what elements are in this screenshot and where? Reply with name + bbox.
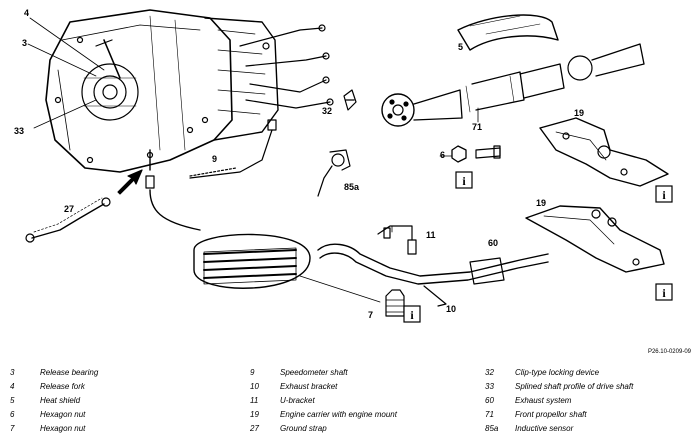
- legend-text: Exhaust bracket: [280, 382, 338, 391]
- callout-85a: 85a: [344, 182, 360, 192]
- legend-text: Release fork: [40, 382, 85, 391]
- callout-71: 71: [472, 122, 482, 132]
- legend-text: Front propellor shaft: [515, 410, 587, 419]
- figure-reference: P26.10-0209-09: [647, 349, 691, 355]
- callout-33: 33: [14, 126, 24, 136]
- callout-32: 32: [322, 106, 332, 116]
- info-symbol: i: [662, 188, 666, 202]
- callout-9: 9: [212, 154, 217, 164]
- inductive-sensor-drawing: [317, 149, 351, 197]
- legend-number: 5: [10, 396, 15, 405]
- engine-carrier-lower-drawing: [525, 205, 665, 273]
- callout-60: 60: [488, 238, 498, 248]
- callout-19-upper: 19: [574, 108, 584, 118]
- callout-7: 7: [368, 310, 373, 320]
- legend-text: Clip-type locking device: [515, 368, 600, 377]
- callout-10: 10: [446, 304, 456, 314]
- callout-4: 4: [24, 8, 29, 18]
- legend-number: 3: [10, 368, 15, 377]
- info-box-4: i: [403, 305, 421, 323]
- legend-number: 33: [485, 382, 494, 391]
- info-box-1: i: [455, 171, 473, 189]
- transmission-housing-drawing: [45, 9, 334, 173]
- callout-3: 3: [22, 38, 27, 48]
- ground-strap-drawing: [25, 197, 111, 243]
- legend-number: 6: [10, 410, 15, 419]
- direction-arrow: [117, 169, 143, 195]
- legend-text: Exhaust system: [515, 396, 572, 405]
- callout-6: 6: [440, 150, 445, 160]
- leader-lines: [27, 17, 479, 233]
- legend-text: Heat shield: [40, 396, 81, 405]
- legend-text: Splined shaft profile of drive shaft: [515, 382, 634, 391]
- callout-11: 11: [426, 230, 436, 240]
- exhaust-system-drawing: [317, 225, 549, 307]
- parts-legend: 3 Release bearing 4 Release fork 5 Heat …: [0, 365, 697, 442]
- legend-number: 9: [250, 368, 255, 377]
- legend-text: U-bracket: [280, 396, 315, 405]
- callout-5: 5: [458, 42, 463, 52]
- legend-number: 32: [485, 368, 494, 377]
- legend-number: 19: [250, 410, 259, 419]
- legend-number: 60: [485, 396, 494, 405]
- legend-number: 10: [250, 382, 259, 391]
- info-box-2: i: [655, 185, 673, 203]
- legend-number: 7: [10, 424, 15, 433]
- info-symbol: i: [462, 174, 466, 188]
- hexagon-nut-7-drawing: [385, 289, 405, 317]
- speedometer-shaft-drawing: [145, 119, 277, 231]
- legend-number: 11: [250, 396, 259, 405]
- hexagon-nut-bolt-drawing: [451, 145, 501, 163]
- callout-19-lower: 19: [536, 198, 546, 208]
- legend-number: 85a: [485, 424, 499, 433]
- propeller-shaft-drawing: [381, 43, 645, 127]
- legend-text: Engine carrier with engine mount: [280, 410, 397, 419]
- legend-text: Ground strap: [280, 424, 327, 433]
- callout-27: 27: [64, 204, 74, 214]
- heat-shield-drawing: [457, 14, 559, 51]
- legend-number: 4: [10, 382, 15, 391]
- legend-text: Hexagon nut: [40, 410, 86, 419]
- legend-text: Hexagon nut: [40, 424, 86, 433]
- info-box-3: i: [655, 283, 673, 301]
- bearing-detail-inset: [193, 233, 381, 303]
- legend-text: Inductive sensor: [515, 424, 574, 433]
- legend-number: 71: [485, 410, 494, 419]
- info-symbol: i: [410, 308, 414, 322]
- legend-text: Release bearing: [40, 368, 99, 377]
- engine-carrier-upper-drawing: [539, 117, 669, 187]
- clip-locking-device-drawing: [343, 89, 357, 111]
- exploded-parts-diagram: i i i i 4 3 33 5 32 71 19 6 9 85a 27 19 …: [14, 8, 673, 323]
- legend-number: 27: [250, 424, 259, 433]
- legend-text: Speedometer shaft: [280, 368, 348, 377]
- info-symbol: i: [662, 286, 666, 300]
